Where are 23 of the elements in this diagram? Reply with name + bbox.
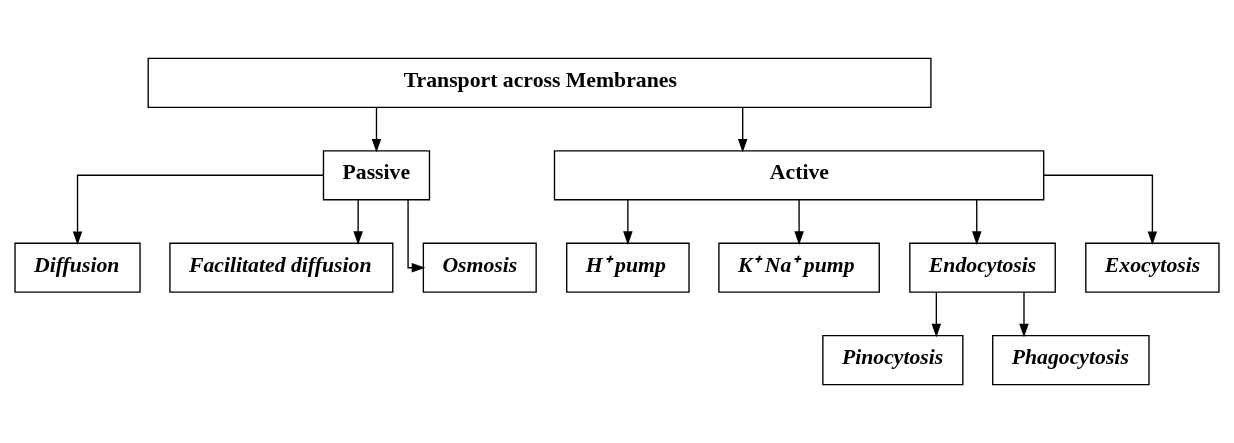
- arrow: [72, 174, 325, 245]
- node-box: Facilitated diffusion: [169, 242, 394, 293]
- arrow: [737, 106, 748, 153]
- node-box: Exocytosis: [1085, 242, 1220, 293]
- node-box: Phagocytosis: [992, 334, 1150, 386]
- node-box: Transport across Membranes: [147, 57, 932, 109]
- arrow: [407, 199, 426, 273]
- arrow: [972, 199, 982, 245]
- node-box: Pinocytosis: [822, 334, 964, 386]
- arrow: [371, 106, 382, 153]
- node-box: Osmosis: [422, 242, 537, 293]
- node-box: K⁺ Na⁺ pump: [718, 242, 880, 293]
- node-box: H⁺ pump: [566, 242, 690, 293]
- node-box: Diffusion: [14, 242, 141, 293]
- arrow: [623, 199, 633, 245]
- arrow: [1019, 291, 1029, 338]
- arrow: [794, 199, 804, 245]
- arrow: [353, 199, 363, 245]
- node-box: Passive: [322, 150, 431, 201]
- arrow: [1043, 174, 1158, 245]
- arrow: [931, 291, 942, 338]
- node-box: Active: [553, 150, 1045, 201]
- node-box: Endocytosis: [909, 242, 1056, 293]
